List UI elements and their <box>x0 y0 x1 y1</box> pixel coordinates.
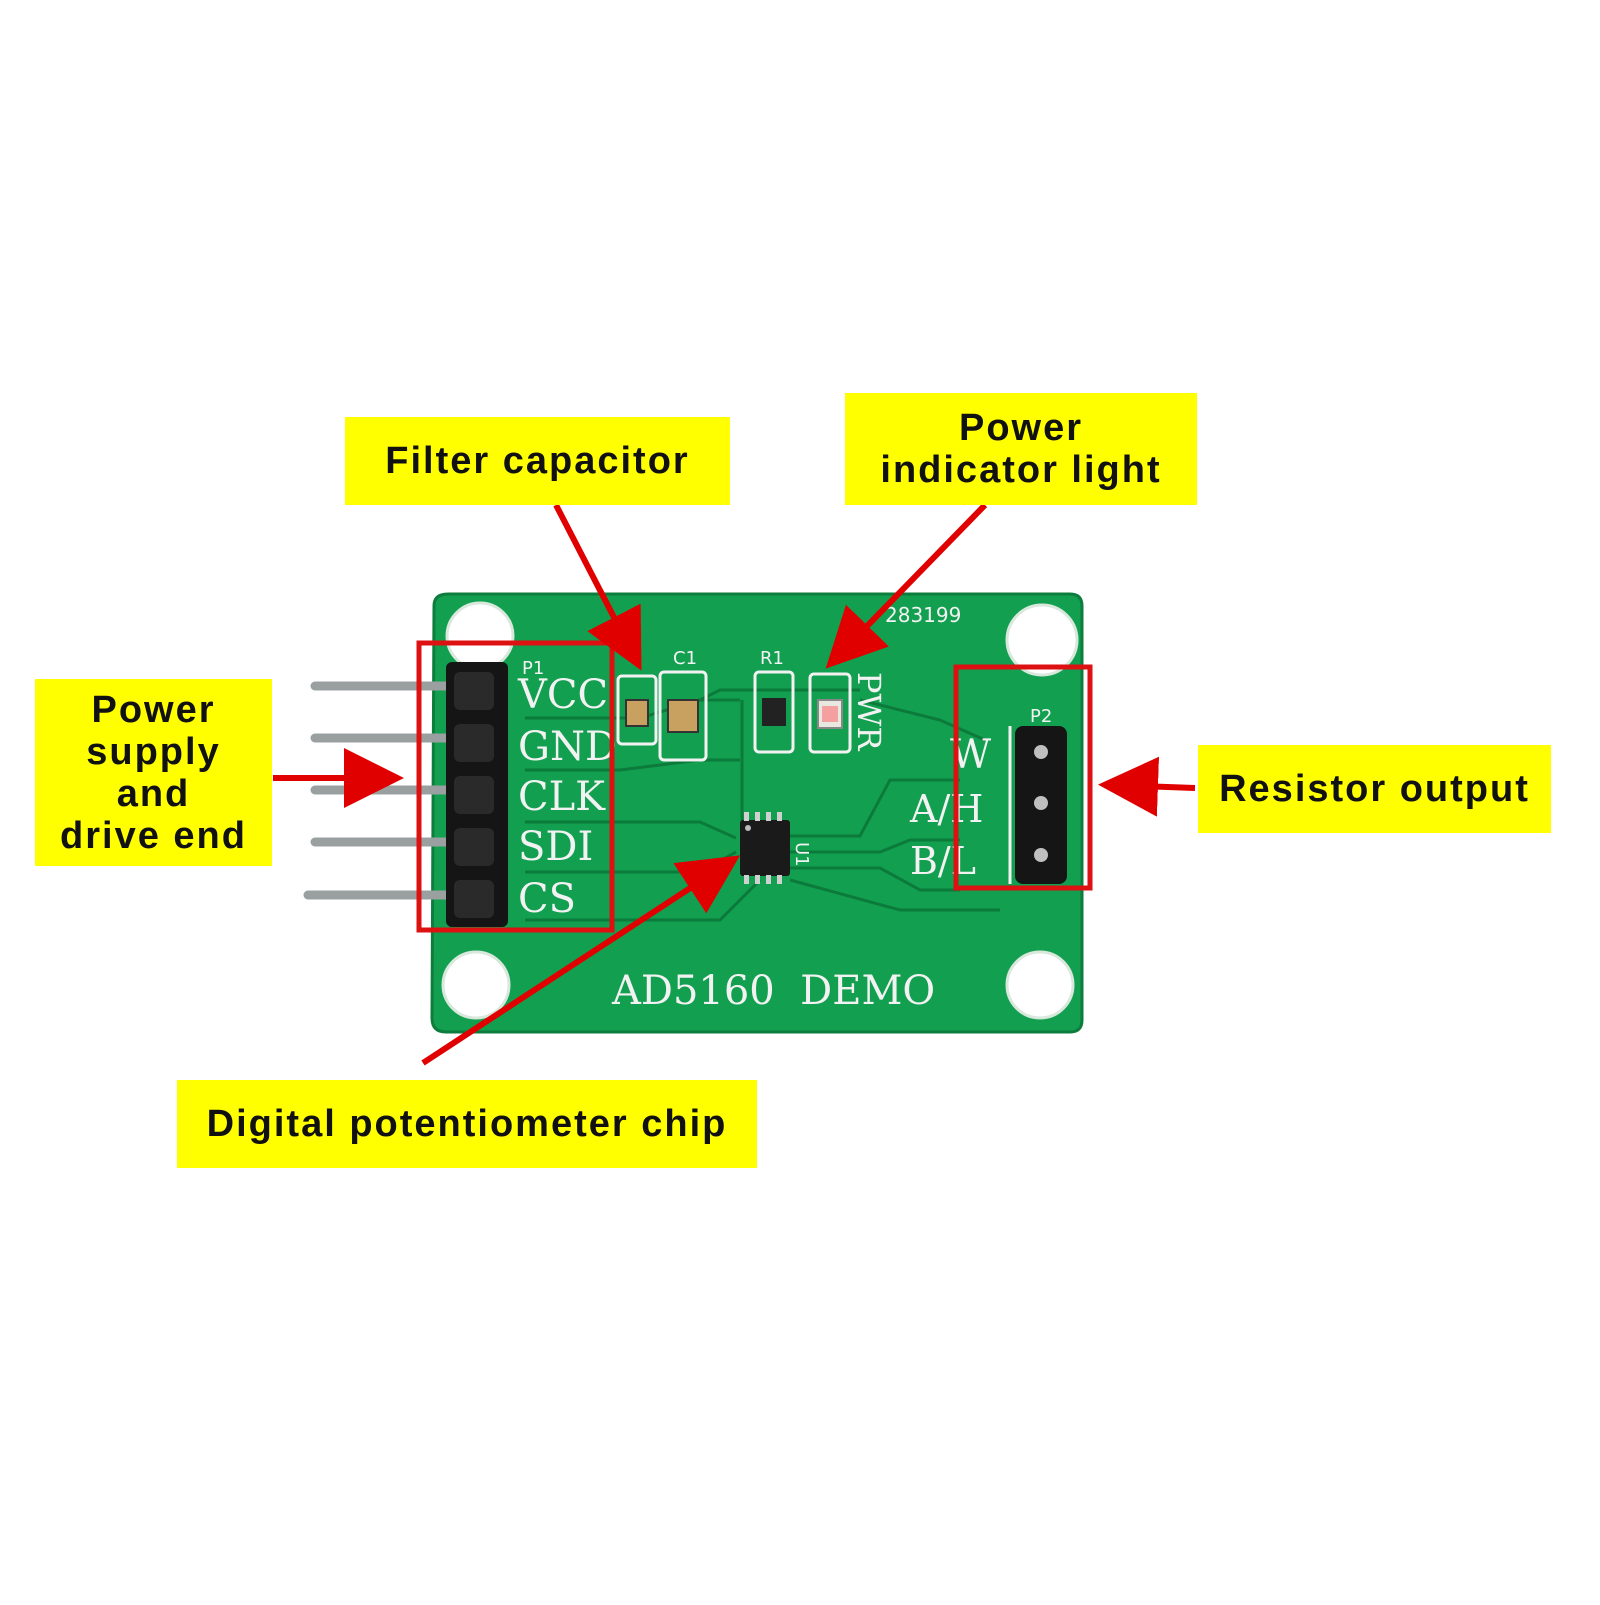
silk-pin-vcc: VCC <box>517 672 608 718</box>
potentiometer-chip <box>740 812 790 884</box>
silk-chip-ref: U1 <box>791 842 812 867</box>
left-header-pins <box>303 662 508 927</box>
silk-pin-cs: CS <box>518 876 576 922</box>
right-header-pins <box>1008 726 1067 884</box>
highlight-box-right-header <box>953 664 1093 891</box>
silk-board-title: AD5160 DEMO <box>611 968 935 1014</box>
highlight-box-left-header <box>416 640 615 933</box>
mounting-hole-top-left <box>445 601 515 671</box>
arrow-resistor-output <box>1098 756 1196 817</box>
resistor-r1 <box>753 670 795 754</box>
filter-capacitor-pads <box>616 670 708 762</box>
callout-resistor-output: Resistor output <box>1198 745 1551 833</box>
mounting-hole-top-right <box>1005 603 1079 677</box>
silk-led-label: PWR <box>850 672 888 751</box>
silk-left-header-ref: P1 <box>522 658 544 679</box>
silk-pin-sdi: SDI <box>518 824 593 870</box>
callout-chip: Digital potentiometer chip <box>177 1080 757 1168</box>
arrow-chip <box>421 855 741 1066</box>
callout-filter-capacitor: Filter capacitor <box>345 417 730 505</box>
arrow-filter-capacitor <box>553 503 642 671</box>
mounting-hole-bottom-right <box>1005 950 1075 1020</box>
silk-pin-clk: CLK <box>518 774 606 820</box>
callout-power-indicator: Power indicator light <box>845 393 1197 505</box>
silk-pin-gnd: GND <box>518 724 617 770</box>
silk-cap-ref: C1 <box>673 648 697 669</box>
arrow-power-indicator <box>825 502 988 669</box>
callout-power-supply: Power supply and drive end <box>35 679 272 866</box>
silk-pin-bl: B/L <box>910 839 976 883</box>
silk-right-header-ref: P2 <box>1030 706 1052 727</box>
silk-serial: 283199 <box>885 603 961 627</box>
mounting-hole-bottom-left <box>441 950 511 1020</box>
silk-resistor-ref: R1 <box>760 648 784 669</box>
silk-pin-ah: A/H <box>909 787 983 831</box>
power-led <box>808 672 852 754</box>
